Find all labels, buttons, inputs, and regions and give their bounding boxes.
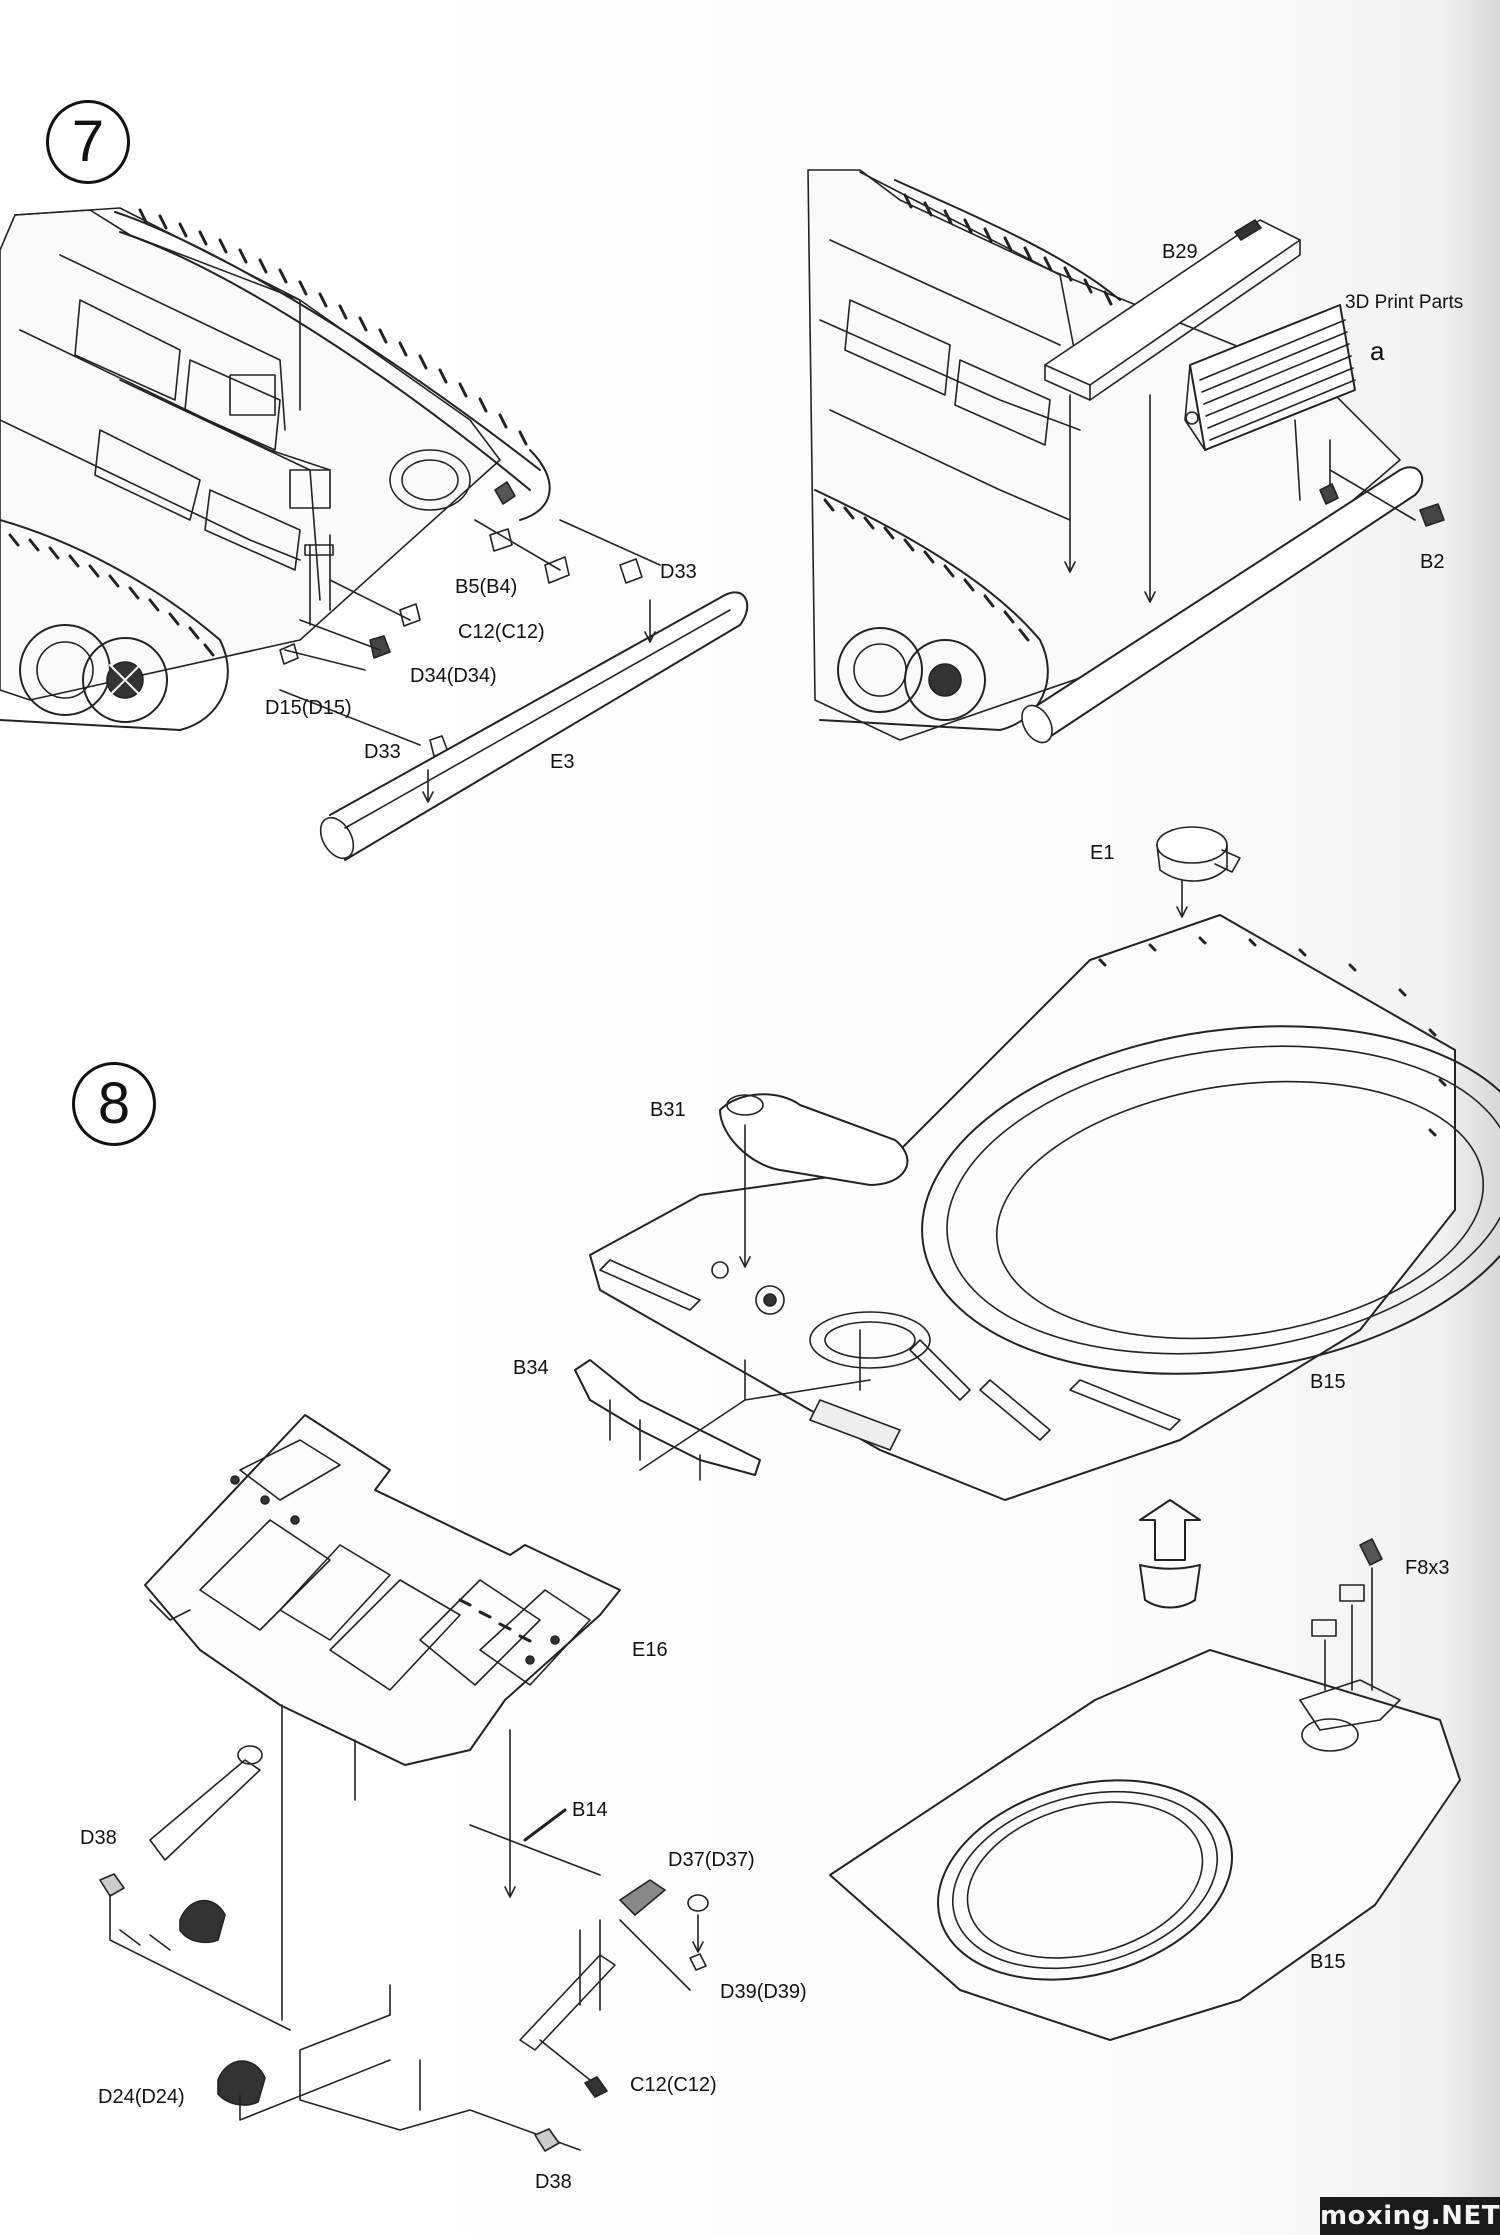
step7-left-hull-drawing: [0, 207, 749, 861]
label-b29: B29: [1162, 241, 1198, 263]
label-b14: B14: [572, 1799, 608, 1821]
label-d39: D39(D39): [720, 1981, 807, 2003]
label-d33-bottom: D33: [364, 741, 401, 763]
label-b34: B34: [513, 1357, 549, 1379]
label-b5: B5(B4): [455, 576, 518, 598]
label-e3: E3: [550, 751, 575, 773]
label-d38-bottom: D38: [535, 2171, 572, 2193]
label-d38-top: D38: [80, 1827, 117, 1849]
label-b2: B2: [1420, 551, 1445, 573]
step8-number: 8: [72, 1062, 156, 1146]
label-d24: D24(D24): [98, 2086, 185, 2108]
label-d15: D15(D15): [265, 697, 352, 719]
label-e16: E16: [632, 1639, 668, 1661]
label-f8: F8x3: [1405, 1557, 1450, 1579]
step8-turret-floor-drawing: [574, 826, 1500, 1609]
label-d37: D37(D37): [668, 1849, 755, 1871]
label-e1: E1: [1090, 842, 1115, 864]
label-d34: D34(D34): [410, 665, 497, 687]
label-part-a: a: [1370, 336, 1385, 366]
label-b15-top: B15: [1310, 1371, 1346, 1393]
step7-number: 7: [46, 100, 130, 184]
label-3d-print-parts: 3D Print Parts: [1345, 292, 1464, 313]
label-c12-step8: C12(C12): [630, 2074, 717, 2096]
label-b15-bottom: B15: [1310, 1951, 1346, 1973]
step8-e16-assembly-drawing: [99, 1414, 709, 2152]
watermark: moxing.NET: [1320, 2197, 1500, 2235]
label-c12-step7: C12(C12): [458, 621, 545, 643]
step8-floor-underside-drawing: [829, 1538, 1461, 2041]
step7-right-hull-drawing: [807, 169, 1445, 744]
label-d33-top: D33: [660, 561, 697, 583]
label-b31: B31: [650, 1099, 686, 1121]
